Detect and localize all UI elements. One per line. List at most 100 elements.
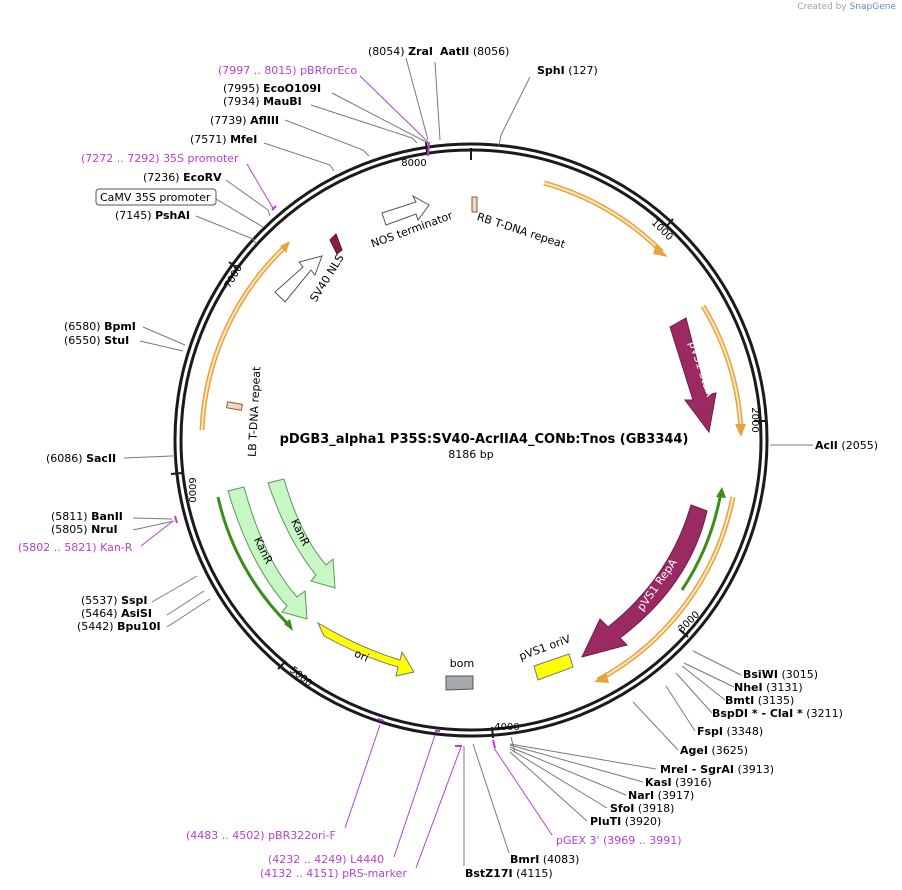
- primer-mark-pgex: [492, 739, 496, 749]
- site-fspi: FspI (3348): [697, 725, 763, 738]
- connector-nari: [509, 746, 627, 796]
- site-asisi: (5464) AsiSI: [81, 607, 152, 620]
- site-sspi: (5537) SspI: [81, 594, 148, 607]
- connector-nhei: [683, 662, 735, 688]
- orf-arc-2-inner: [702, 305, 742, 431]
- site-camv-35s-promoter: CaMV 35S promoter: [100, 191, 211, 204]
- connector-stui: [139, 340, 184, 352]
- feature-pvs1-oriv: [533, 653, 574, 681]
- connector-bmti: [681, 665, 726, 701]
- connector-ecorv: [225, 179, 271, 217]
- feature-rb-tdna-repeat: [471, 196, 478, 213]
- feature-pvs1-repa: [581, 504, 708, 658]
- orf-arc-3-head: [594, 672, 609, 683]
- site-ecorv: (7236) EcoRV: [143, 171, 222, 184]
- orf-arc-4-inner: [201, 244, 288, 431]
- feature-bom: [445, 675, 474, 691]
- site-stui: (6550) StuI: [64, 334, 129, 347]
- connector-prs-marker: [415, 746, 462, 869]
- connector-asisi: [166, 590, 205, 616]
- site-bspdi-clai: BspDI * - ClaI * (3211): [712, 707, 843, 720]
- orf-green-1: [216, 496, 292, 628]
- site-agei: AgeI (3625): [680, 744, 748, 757]
- connector-kasi: [509, 744, 644, 783]
- feature-sv40-nls: [329, 233, 343, 255]
- orf-arc-1-head: [653, 244, 668, 257]
- connector-pbrforeco: [359, 75, 429, 143]
- feature-kanr-outer: [227, 486, 308, 620]
- connector-pbr322ori-f: [344, 724, 381, 829]
- connector-bpu10i: [166, 598, 211, 628]
- feature-label-lb-tdna-repeat: LB T-DNA repeat: [246, 366, 264, 458]
- connector-l4440: [393, 734, 436, 858]
- site-l4440: (4232 .. 4249) L4440: [268, 853, 384, 866]
- site-afliii: (7739) AflIII: [210, 114, 279, 127]
- backbone-outer-ring: [173, 142, 769, 738]
- credit-watermark: Created by SnapGene: [797, 2, 896, 12]
- site-pbr322ori-f: (4483 .. 4502) pBR322ori-F: [186, 829, 336, 842]
- tick-1000: [665, 218, 674, 228]
- connector-kan-r: [140, 520, 174, 547]
- orf-green-2-head: [716, 487, 726, 498]
- primer-connectors: [140, 75, 553, 869]
- site-bpmi: (6580) BpmI: [64, 320, 136, 333]
- primer-mark-pbr322ori: [377, 718, 385, 722]
- orf-arc-3-inner: [597, 496, 734, 681]
- tick-8000: [425, 141, 428, 153]
- primer-mark-35s: [271, 205, 277, 211]
- site-nrui: (5805) NruI: [51, 523, 118, 536]
- tick-5000: [277, 660, 287, 670]
- connector-grey-bar: [510, 736, 516, 754]
- connector-sspi: [151, 575, 198, 603]
- site-kan-r: (5802 .. 5821) Kan-R: [18, 541, 133, 554]
- feature-label-rb-tdna-repeat: RB T-DNA repeat: [475, 210, 567, 251]
- connector-sphi: [498, 76, 531, 147]
- feature-lb-tdna-repeat: [226, 401, 243, 411]
- tick-3000: [678, 628, 689, 638]
- plasmid-title: pDGB3_alpha1 P35S:SV40-AcrIIA4_CONb:Tnos…: [280, 432, 689, 447]
- feature-label-ori: ori: [352, 647, 370, 665]
- tick-label-4000: 4000: [494, 722, 519, 733]
- site-nhei: NheI (3131): [734, 681, 803, 694]
- site-acli: AclI (2055): [815, 439, 878, 452]
- connector-mfei: [263, 142, 335, 172]
- connector-bpmi: [142, 326, 186, 346]
- connector-zrai: [405, 57, 429, 141]
- primer-mark-kanr: [174, 515, 178, 524]
- connector-mrei: [509, 743, 657, 770]
- site-nari: NarI (3917): [628, 789, 694, 802]
- orf-arc-2-head: [735, 424, 746, 437]
- feature-pvs1-staa: [669, 317, 717, 434]
- connector-bspdi: [675, 672, 713, 714]
- connector-maubi: [310, 104, 418, 144]
- site-labels: (8054) ZraI AatII (8056) SphI (127) (799…: [18, 45, 878, 880]
- site-sacii: (6086) SacII: [46, 452, 116, 465]
- primer-mark-pbrforeco: [427, 141, 430, 157]
- connector-aatii: [434, 61, 441, 141]
- tick-label-6000: 6000: [186, 477, 197, 502]
- site-sfoi: SfoI (3918): [610, 802, 674, 815]
- feature-35s-promoter-arrow: [274, 255, 323, 303]
- site-35s-promoter: (7272 .. 7292) 35S promoter: [81, 152, 239, 165]
- camv-label-box: [95, 188, 217, 206]
- credit-brand: SnapGene: [849, 2, 896, 12]
- feature-label-bom: bom: [450, 657, 474, 670]
- connector-pluti: [509, 751, 588, 822]
- orf-arcs: [199, 180, 746, 683]
- connector-35s-promoter: [246, 163, 275, 211]
- orf-arc-4: [199, 243, 289, 431]
- connector-bsiwi: [692, 650, 742, 676]
- site-ecoo109i: (7995) EcoO109I: [223, 82, 321, 95]
- connector-banii: [132, 517, 173, 520]
- site-bmti: BmtI (3135): [725, 694, 794, 707]
- site-sphi: SphI (127): [537, 64, 598, 77]
- connector-bmri: [472, 743, 510, 854]
- site-maubi: (7934) MauBI: [223, 95, 302, 108]
- primer-marks: [174, 141, 496, 749]
- site-pshai: (7145) PshAI: [115, 209, 190, 222]
- orf-arc-1-inner: [543, 182, 663, 253]
- site-mrei-sgrai: MreI - SgrAI (3913): [660, 763, 774, 776]
- site-connectors: [123, 57, 813, 866]
- site-pbrforeco: (7997 .. 8015) pBRforEco: [218, 64, 357, 77]
